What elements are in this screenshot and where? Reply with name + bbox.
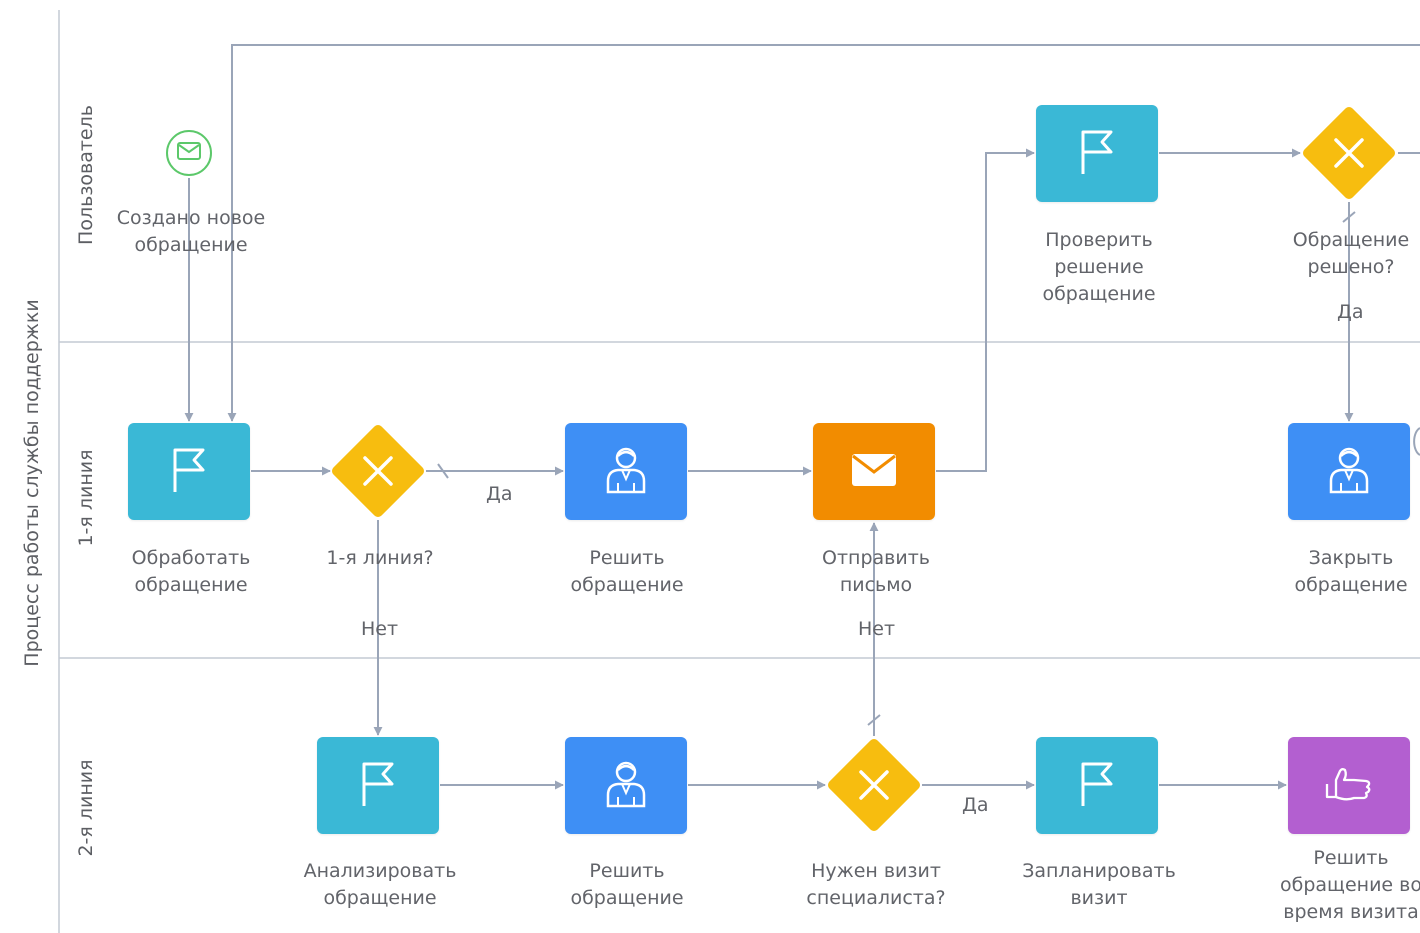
envelope-icon [850,452,898,492]
close-x-icon [840,751,908,819]
flow-email-to-verify[interactable] [936,148,1035,472]
flow-loopback-to-process[interactable] [227,44,1420,422]
user-icon [1327,445,1371,499]
task-verify-solution-label: Проверить решение обращение [1042,229,1156,305]
gateway-request-resolved-label: Обращение решено? [1292,229,1410,278]
task-verify-solution[interactable] [1036,105,1158,202]
task-analyze-request[interactable] [317,737,439,834]
flag-icon [169,446,209,498]
task-resolve-during-visit[interactable] [1288,737,1410,834]
default-flow-tick-3 [867,714,881,726]
task-plan-visit[interactable] [1036,737,1158,834]
edge-label-resolved-yes: Да [1337,301,1364,323]
task-resolve-second-line-label: Решить обращение [570,860,684,909]
close-x-icon [344,437,412,505]
user-icon [604,759,648,813]
gateway-visit-needed-label: Нужен визит специалиста? [806,860,946,909]
lane-title-second-line: 2-я линия [75,759,97,857]
flag-icon [358,760,398,812]
lane-title-first-line: 1-я линия [75,449,97,547]
task-resolve-second-line[interactable] [565,737,687,834]
hand-icon [1324,764,1374,808]
task-process-request[interactable] [128,423,250,520]
task-analyze-request-label: Анализировать обращение [303,860,457,909]
gateway-first-line-label: 1-я линия? [326,547,434,569]
edge-label-visit-yes: Да [962,794,989,816]
task-resolve-first-line[interactable] [565,423,687,520]
envelope-icon [176,141,202,165]
task-plan-visit-label: Запланировать визит [1022,860,1176,909]
lane-title-user: Пользователь [75,105,97,245]
task-resolve-during-visit-label: Решить обращение во время визита [1280,847,1420,923]
partial-boundary-event [1413,427,1420,456]
pool-title: Процесс работы службы поддержки [21,299,43,667]
default-flow-tick-1 [437,463,449,479]
flag-icon [1077,760,1117,812]
task-send-email-label: Отправить письмо [822,547,930,596]
task-send-email[interactable] [813,423,935,520]
default-flow-tick-2 [1342,211,1356,223]
user-icon [604,445,648,499]
edge-label-firstline-no: Нет [361,618,399,640]
task-close-request[interactable] [1288,423,1410,520]
edge-label-visit-no: Нет [858,618,896,640]
task-process-request-label: Обработать обращение [131,547,251,596]
close-x-icon [1315,119,1383,187]
edge-label-firstline-yes: Да [486,483,513,505]
flag-icon [1077,128,1117,180]
start-event[interactable] [166,130,212,176]
start-event-label: Создано новое обращение [116,207,266,256]
task-close-request-label: Закрыть обращение [1294,547,1408,596]
task-resolve-first-line-label: Решить обращение [570,547,684,596]
